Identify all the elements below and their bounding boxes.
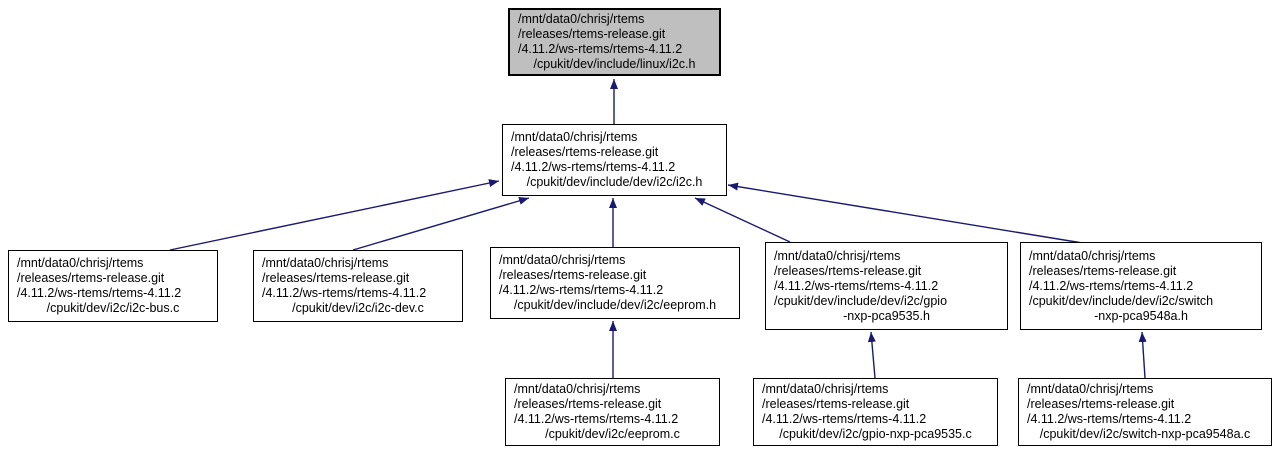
node-gpio-nxp-pca9535-c[interactable]: /mnt/data0/chrisj/rtems /releases/rtems-… — [753, 378, 998, 446]
node-path-line: /cpukit/dev/i2c/i2c-dev.c — [292, 301, 424, 315]
node-path-line: /cpukit/dev/include/linux/i2c.h — [533, 57, 696, 71]
node-path-line: /4.11.2/ws-rtems/rtems-4.11.2 — [511, 160, 676, 174]
node-path-line: /mnt/data0/chrisj/rtems — [774, 248, 901, 263]
node-path-line: /4.11.2/ws-rtems/rtems-4.11.2 — [514, 412, 679, 426]
node-dev-i2c-i2c-h[interactable]: /mnt/data0/chrisj/rtems /releases/rtems-… — [502, 124, 727, 196]
node-path-line: /4.11.2/ws-rtems/rtems-4.11.2 — [1029, 278, 1194, 293]
edge-switch-h-to-i2c-h — [727, 182, 1108, 248]
node-path-line: /releases/rtems-release.git — [774, 263, 922, 278]
node-path-line: /4.11.2/ws-rtems/rtems-4.11.2 — [17, 286, 182, 300]
node-i2c-bus-c[interactable]: /mnt/data0/chrisj/rtems /releases/rtems-… — [8, 250, 218, 322]
node-path-line: /cpukit/dev/i2c/switch-nxp-pca9548a.c — [1039, 427, 1251, 441]
node-path-line: /cpukit/dev/include/dev/i2c/gpio — [774, 293, 948, 308]
node-path-line: /releases/rtems-release.git — [1029, 263, 1177, 278]
node-path-line: /mnt/data0/chrisj/rtems — [499, 253, 626, 267]
node-path-line: /mnt/data0/chrisj/rtems — [511, 130, 638, 144]
node-path-line: /releases/rtems-release.git — [518, 27, 666, 41]
node-path-line: /4.11.2/ws-rtems/rtems-4.11.2 — [262, 286, 427, 300]
node-path-line: /releases/rtems-release.git — [262, 271, 410, 285]
edge-i2c-bus-c-to-i2c-h — [169, 179, 500, 251]
node-path-line: /cpukit/dev/include/dev/i2c/eeprom.h — [513, 298, 717, 312]
edge-gpio-c-to-gpio-h — [867, 331, 876, 379]
node-path-line: /mnt/data0/chrisj/rtems — [518, 12, 645, 26]
node-path-line: /mnt/data0/chrisj/rtems — [262, 256, 389, 270]
node-path-line: /4.11.2/ws-rtems/rtems-4.11.2 — [499, 283, 664, 297]
node-path-line: /mnt/data0/chrisj/rtems — [762, 382, 889, 396]
node-path-line: /releases/rtems-release.git — [511, 145, 659, 159]
node-path-line: /releases/rtems-release.git — [17, 271, 165, 285]
node-gpio-nxp-pca9535-h[interactable]: /mnt/data0/chrisj/rtems /releases/rtems-… — [765, 242, 1008, 330]
node-path-line: /4.11.2/ws-rtems/rtems-4.11.2 — [774, 278, 939, 293]
node-path-line: /cpukit/dev/include/dev/i2c/switch — [1029, 293, 1214, 308]
node-i2c-dev-c[interactable]: /mnt/data0/chrisj/rtems /releases/rtems-… — [253, 250, 463, 322]
node-path-line: /4.11.2/ws-rtems/rtems-4.11.2 — [1027, 412, 1192, 426]
node-path-line: -nxp-pca9548a.h — [1094, 308, 1188, 323]
node-switch-nxp-pca9548a-h[interactable]: /mnt/data0/chrisj/rtems /releases/rtems-… — [1020, 242, 1262, 330]
node-switch-nxp-pca9548a-c[interactable]: /mnt/data0/chrisj/rtems /releases/rtems-… — [1018, 378, 1272, 446]
node-path-line: /4.11.2/ws-rtems/rtems-4.11.2 — [518, 42, 683, 56]
node-path-line: /4.11.2/ws-rtems/rtems-4.11.2 — [762, 412, 927, 426]
node-path-line: /releases/rtems-release.git — [1027, 397, 1175, 411]
node-path-line: /mnt/data0/chrisj/rtems — [514, 382, 641, 396]
node-path-line: /mnt/data0/chrisj/rtems — [17, 256, 144, 270]
node-eeprom-h[interactable]: /mnt/data0/chrisj/rtems /releases/rtems-… — [490, 247, 740, 319]
node-path-line: /releases/rtems-release.git — [514, 397, 662, 411]
node-path-line: /releases/rtems-release.git — [762, 397, 910, 411]
node-path-line: -nxp-pca9535.h — [843, 308, 930, 323]
node-path-line: /mnt/data0/chrisj/rtems — [1027, 382, 1154, 396]
edge-i2c-dev-c-to-i2c-h — [352, 196, 530, 251]
node-path-line: /cpukit/dev/i2c/gpio-nxp-pca9535.c — [779, 427, 972, 441]
node-path-line: /mnt/data0/chrisj/rtems — [1029, 248, 1156, 263]
edge-switch-c-to-switch-h — [1138, 331, 1147, 379]
node-path-line: /cpukit/dev/i2c/i2c-bus.c — [46, 301, 180, 315]
node-path-line: /cpukit/dev/include/dev/i2c/i2c.h — [526, 175, 703, 189]
node-path-line: /releases/rtems-release.git — [499, 268, 647, 282]
node-eeprom-c[interactable]: /mnt/data0/chrisj/rtems /releases/rtems-… — [505, 378, 720, 446]
edge-gpio-h-to-i2c-h — [694, 197, 791, 243]
node-linux-i2c-h[interactable]: /mnt/data0/chrisj/rtems /releases/rtems-… — [508, 8, 721, 76]
node-path-line: /cpukit/dev/i2c/eeprom.c — [545, 427, 680, 441]
